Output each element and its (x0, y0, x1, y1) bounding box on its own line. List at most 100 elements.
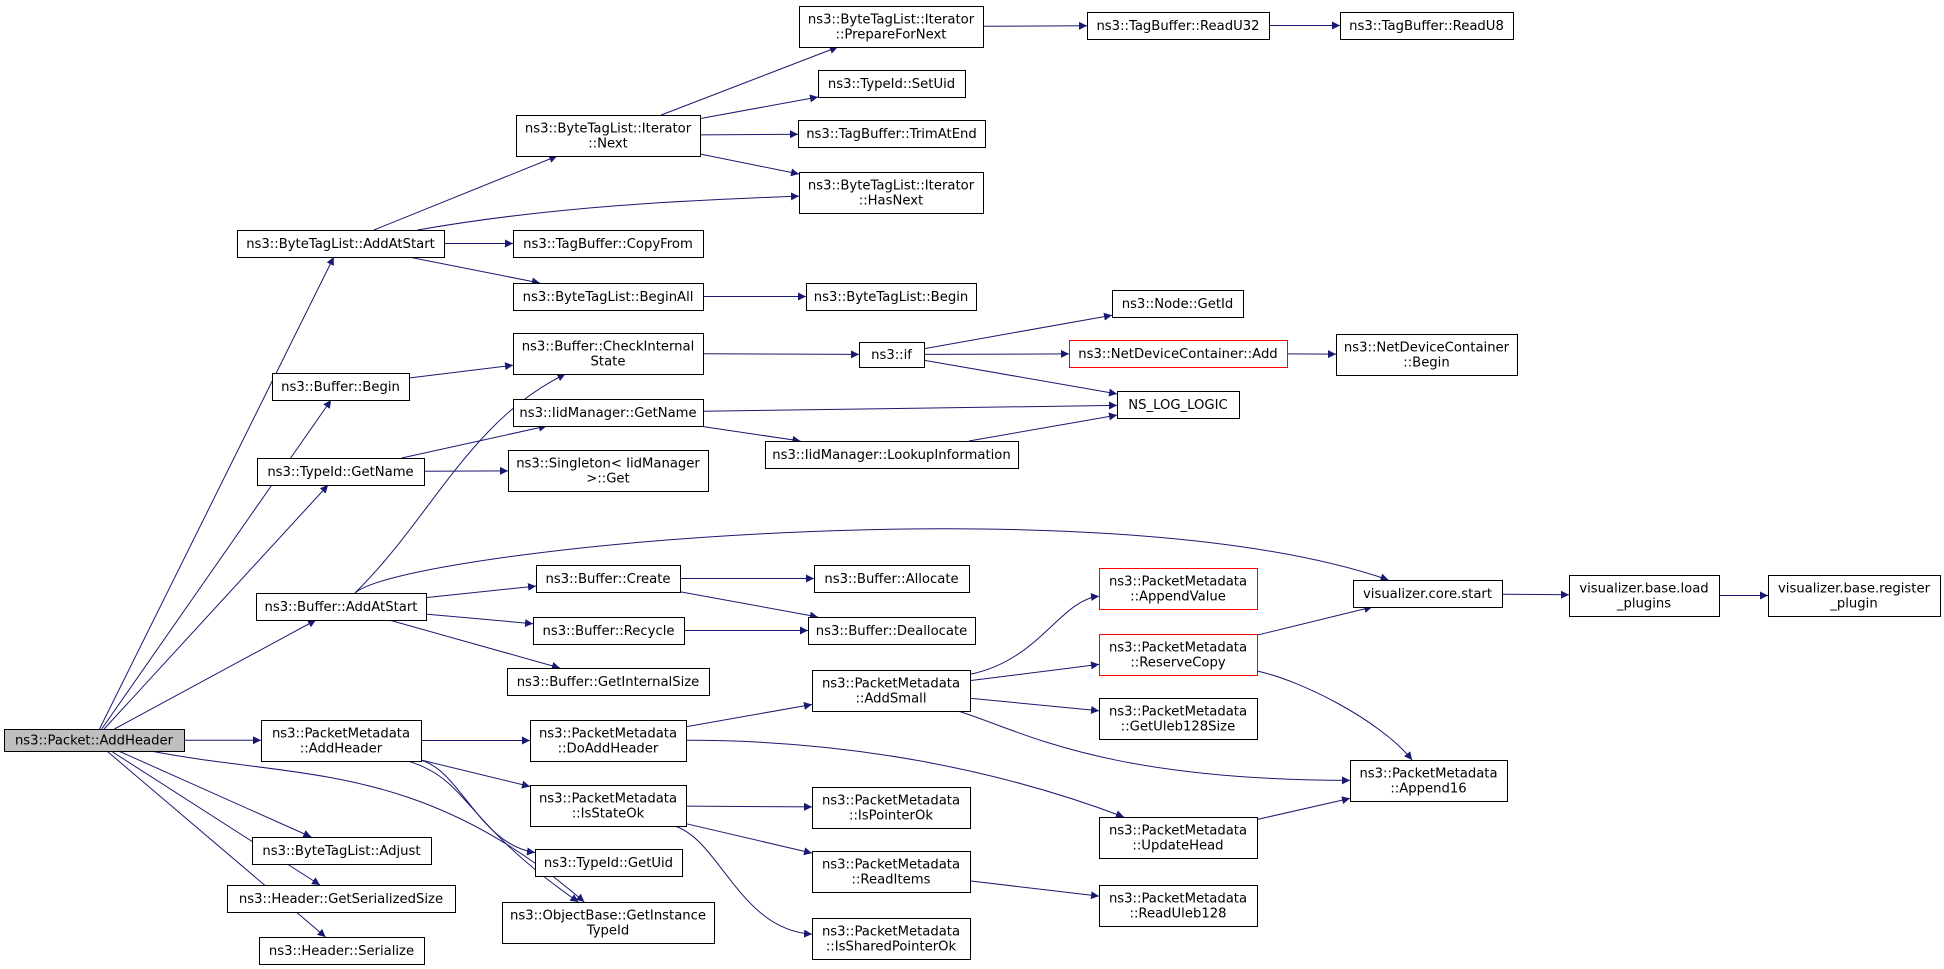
node-box (1099, 568, 1258, 610)
node-label: ::Begin (1403, 356, 1449, 371)
call-edge-btl_addatstart-to-btli_hasnext (417, 192, 800, 231)
node-ns3-if[interactable]: ns3::if (859, 342, 925, 368)
node-label: visualizer.base.register (1778, 582, 1931, 597)
node-buf-recycle[interactable]: ns3::Buffer::Recycle (533, 617, 685, 645)
node-pm-readuleb128[interactable]: ns3::PacketMetadata::ReadUleb128 (1099, 885, 1258, 927)
node-pm-updatehead[interactable]: ns3::PacketMetadata::UpdateHead (1099, 817, 1258, 859)
node-hdr-serialize[interactable]: ns3::Header::Serialize (259, 937, 425, 965)
node-tb-readu8[interactable]: ns3::TagBuffer::ReadU8 (1340, 12, 1514, 40)
node-label: ns3::PacketMetadata (822, 925, 960, 940)
node-vis-base-load[interactable]: visualizer.base.load_plugins (1569, 575, 1720, 617)
node-ndc-add[interactable]: ns3::NetDeviceContainer::Add (1069, 340, 1288, 368)
node-label: _plugin (1829, 597, 1877, 612)
node-btli-next[interactable]: ns3::ByteTagList::Iterator::Next (516, 115, 701, 157)
node-pm-getuleb128size[interactable]: ns3::PacketMetadata::GetUleb128Size (1099, 698, 1258, 740)
node-typeid-getname[interactable]: ns3::TypeId::GetName (257, 458, 425, 486)
node-pm-append16[interactable]: ns3::PacketMetadata::Append16 (1350, 760, 1508, 802)
node-iid-getname[interactable]: ns3::IidManager::GetName (513, 399, 704, 427)
node-label: ::AppendValue (1130, 590, 1226, 605)
node-pm-issharedpointerok[interactable]: ns3::PacketMetadata::IsSharedPointerOk (812, 918, 971, 960)
node-label: ns3::PacketMetadata (539, 792, 677, 807)
node-label: ns3::PacketMetadata (1109, 892, 1247, 907)
node-box (272, 373, 410, 401)
node-pm-addsmall[interactable]: ns3::PacketMetadata::AddSmall (812, 670, 971, 712)
node-label: ::GetUleb128Size (1121, 720, 1235, 735)
call-edge-buf_addatstart-to-buf_create (425, 582, 537, 599)
node-btli-preparefornext[interactable]: ns3::ByteTagList::Iterator::PrepareForNe… (799, 6, 984, 48)
node-box (530, 720, 687, 762)
call-edge-pm_reservecopy-to-pm_append16 (1256, 670, 1413, 761)
node-label: ns3::Buffer::Allocate (824, 572, 958, 587)
node-box (502, 902, 715, 944)
node-iid-lookupinfo[interactable]: ns3::IidManager::LookupInformation (765, 441, 1019, 469)
node-vis-core-start[interactable]: visualizer.core.start (1353, 580, 1503, 608)
node-btl-adjust[interactable]: ns3::ByteTagList::Adjust (252, 837, 432, 865)
call-edge-btli_next-to-btli_hasnext (699, 153, 800, 177)
node-label: ns3::PacketMetadata (539, 727, 677, 742)
node-tb-readu32[interactable]: ns3::TagBuffer::ReadU32 (1087, 12, 1270, 40)
node-box (806, 283, 977, 311)
node-label: ns3::PacketMetadata (1109, 705, 1247, 720)
node-label: _plugins (1616, 597, 1671, 612)
node-pm-readitems[interactable]: ns3::PacketMetadata::ReadItems (812, 851, 971, 893)
node-label: ::IsSharedPointerOk (826, 940, 957, 955)
node-label: ns3::PacketMetadata (1359, 767, 1497, 782)
node-box (1112, 290, 1244, 318)
node-label: ::HasNext (859, 194, 923, 209)
call-edge-buf_begin-to-buf_checkinternal (408, 362, 514, 379)
node-label: visualizer.base.load (1579, 582, 1708, 597)
node-singleton-get[interactable]: ns3::Singleton< IidManager>::Get (508, 450, 709, 492)
node-label: ns3::IidManager::LookupInformation (772, 448, 1010, 463)
node-tb-copyfrom[interactable]: ns3::TagBuffer::CopyFrom (513, 230, 704, 258)
call-edge-typeid_getname-to-iid_getname (401, 423, 547, 459)
call-edge-ns3_if-to-node_getid (923, 312, 1113, 350)
node-box (1340, 12, 1514, 40)
node-box (508, 450, 709, 492)
call-edge-iid_lookupinfo-to-ns_log_logic (968, 412, 1118, 442)
node-btl-addatstart[interactable]: ns3::ByteTagList::AddAtStart (237, 230, 445, 258)
node-pm-ispointerok[interactable]: ns3::PacketMetadata::IsPointerOk (812, 787, 971, 829)
node-btli-hasnext[interactable]: ns3::ByteTagList::Iterator::HasNext (799, 172, 984, 214)
node-box (1099, 634, 1258, 676)
node-pm-appendvalue[interactable]: ns3::PacketMetadata::AppendValue (1099, 568, 1258, 610)
node-btl-begin[interactable]: ns3::ByteTagList::Begin (806, 283, 977, 311)
node-box (812, 918, 971, 960)
node-buf-getinternalsize[interactable]: ns3::Buffer::GetInternalSize (507, 668, 710, 696)
node-label: visualizer.core.start (1363, 587, 1492, 602)
node-label: ns3::Buffer::Create (545, 572, 670, 587)
node-buf-deallocate[interactable]: ns3::Buffer::Deallocate (808, 617, 976, 645)
node-label: ns3::TagBuffer::ReadU32 (1096, 19, 1259, 34)
node-btl-beginall[interactable]: ns3::ByteTagList::BeginAll (513, 283, 704, 311)
node-ndc-begin[interactable]: ns3::NetDeviceContainer::Begin (1336, 334, 1518, 376)
node-hdr-getsersize[interactable]: ns3::Header::GetSerializedSize (227, 885, 456, 913)
node-vis-base-register[interactable]: visualizer.base.register_plugin (1768, 575, 1941, 617)
node-box (535, 849, 683, 877)
node-buf-allocate[interactable]: ns3::Buffer::Allocate (814, 565, 970, 593)
node-label: ns3::PacketMetadata (1109, 641, 1247, 656)
node-typeid-setuid[interactable]: ns3::TypeId::SetUid (818, 70, 966, 98)
node-pm-reservecopy[interactable]: ns3::PacketMetadata::ReserveCopy (1099, 634, 1258, 676)
call-edge-pm_addsmall-to-pm_append16 (957, 710, 1351, 785)
node-buf-begin[interactable]: ns3::Buffer::Begin (272, 373, 410, 401)
node-tb-trimatend[interactable]: ns3::TagBuffer::TrimAtEnd (798, 120, 986, 148)
node-node-getid[interactable]: ns3::Node::GetId (1112, 290, 1244, 318)
node-pm-isstateok[interactable]: ns3::PacketMetadata::IsStateOk (530, 785, 687, 827)
node-buf-create[interactable]: ns3::Buffer::Create (536, 565, 681, 593)
call-edge-pm_doaddheader-to-pm_addsmall (685, 701, 813, 728)
node-buf-addatstart[interactable]: ns3::Buffer::AddAtStart (256, 593, 427, 621)
node-pm-addheader[interactable]: ns3::PacketMetadata::AddHeader (261, 720, 422, 762)
node-ns-log-logic[interactable]: NS_LOG_LOGIC (1117, 391, 1240, 419)
node-typeid-getuid[interactable]: ns3::TypeId::GetUid (535, 849, 683, 877)
node-root[interactable]: ns3::Packet::AddHeader (4, 729, 185, 752)
node-box (812, 670, 971, 712)
node-box (256, 593, 427, 621)
edge-layer (99, 21, 1768, 938)
node-pm-doaddheader[interactable]: ns3::PacketMetadata::DoAddHeader (530, 720, 687, 762)
node-label: ::Next (588, 137, 628, 152)
node-box (808, 617, 976, 645)
node-box (799, 172, 984, 214)
node-label: ns3::ByteTagList::Iterator (808, 179, 975, 194)
node-label: ::IsStateOk (572, 807, 645, 822)
